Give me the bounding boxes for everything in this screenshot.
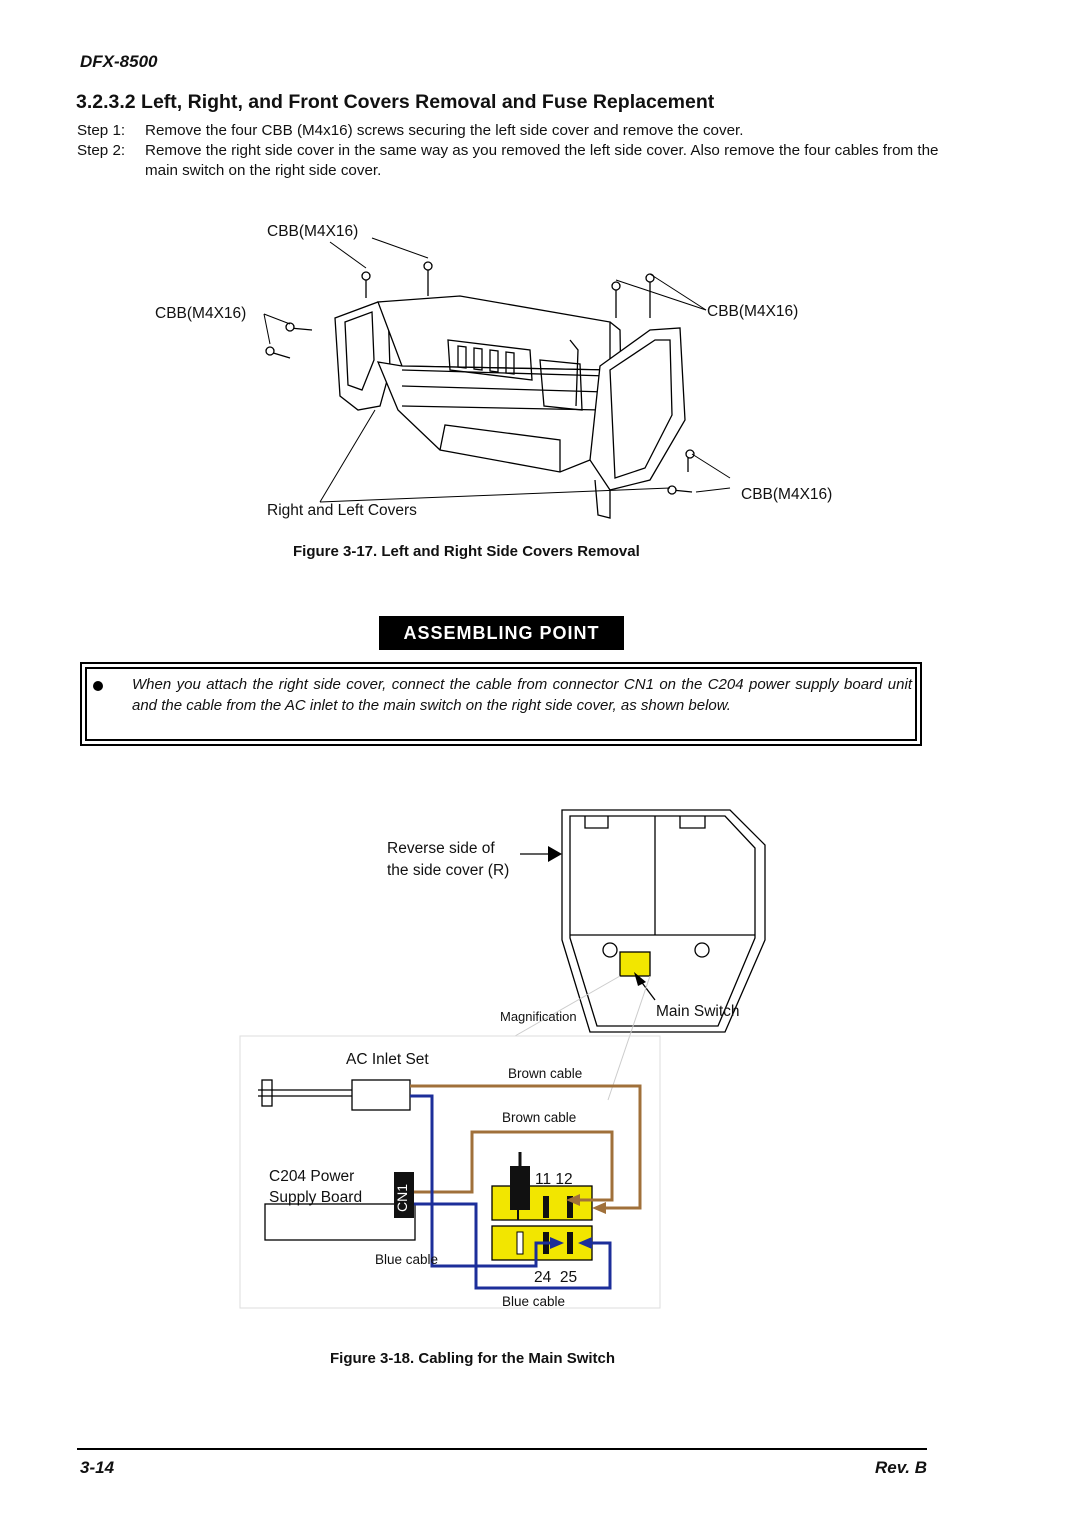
brown-cable-label-1: Brown cable xyxy=(508,1066,583,1081)
main-switch-cabling-diagram xyxy=(239,809,766,1309)
cn1-label: CN1 xyxy=(394,1184,410,1213)
main-switch-label: Main Switch xyxy=(656,1003,740,1020)
blue-cable-label-1: Blue cable xyxy=(375,1252,439,1267)
assembling-point-badge: ASSEMBLING POINT xyxy=(379,616,624,650)
screw-label-left: CBB(M4X16) xyxy=(155,305,247,322)
screw-label-right-bottom: CBB(M4X16) xyxy=(741,486,833,503)
step-text: Remove the right side cover in the same … xyxy=(145,142,939,179)
brown-cable-label-2: Brown cable xyxy=(502,1110,577,1125)
covers-removal-illustration xyxy=(263,237,731,519)
document-model: DFX-8500 xyxy=(80,52,158,71)
terminal-label-top: 11 12 xyxy=(535,1171,573,1188)
note-text: When you attach the right side cover, co… xyxy=(132,676,912,714)
procedure-steps: Step 1: Remove the four CBB (M4x16) scre… xyxy=(77,121,947,181)
step-label: Step 2: xyxy=(77,142,126,159)
main-switch-marker xyxy=(619,951,651,977)
footer-rule xyxy=(77,1448,927,1450)
screw-label-right-top: CBB(M4X16) xyxy=(707,303,799,320)
bullet-icon xyxy=(93,681,103,691)
revision-label: Rev. B xyxy=(875,1458,927,1477)
screw-label-top: CBB(M4X16) xyxy=(267,223,359,240)
figure-18-caption: Figure 3-18. Cabling for the Main Switch xyxy=(330,1350,616,1367)
blue-cable-label-2: Blue cable xyxy=(502,1294,566,1309)
section-heading: 3.2.3.2 Left, Right, and Front Covers Re… xyxy=(76,91,715,113)
reverse-side-label: Reverse side of the side cover (R) xyxy=(387,840,510,879)
page-number: 3-14 xyxy=(80,1458,115,1477)
covers-label: Right and Left Covers xyxy=(267,502,417,519)
power-board-label: C204 Power Supply Board xyxy=(269,1168,363,1206)
step-label: Step 1: xyxy=(77,122,126,139)
step-2: Step 2: Remove the right side cover in t… xyxy=(77,141,947,181)
ac-inlet-label: AC Inlet Set xyxy=(346,1051,429,1068)
step-1: Step 1: Remove the four CBB (M4x16) scre… xyxy=(77,121,947,141)
terminal-label-bottom: 24 25 xyxy=(534,1269,578,1286)
assembling-point-note: When you attach the right side cover, co… xyxy=(80,662,922,746)
figure-17-caption: Figure 3-17. Left and Right Side Covers … xyxy=(293,543,640,560)
step-text: Remove the four CBB (M4x16) screws secur… xyxy=(145,122,744,139)
magnification-label: Magnification xyxy=(500,1009,577,1024)
